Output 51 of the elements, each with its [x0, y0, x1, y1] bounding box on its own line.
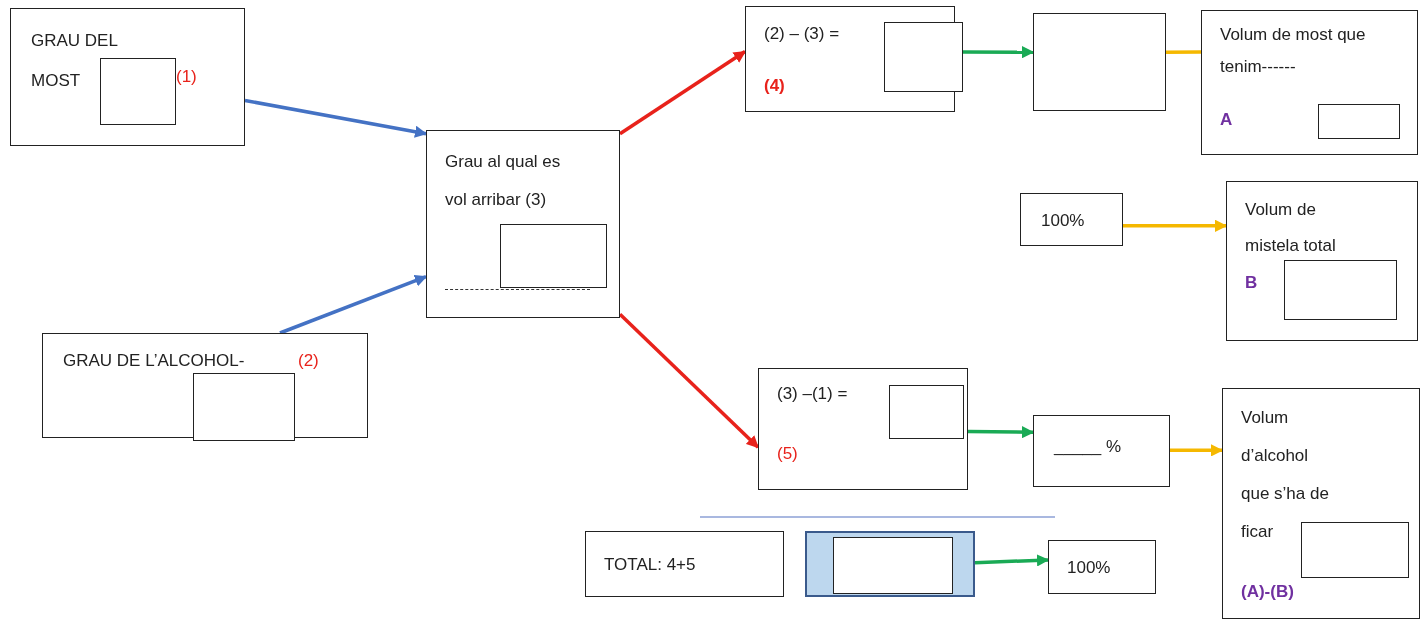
node-label: A: [1220, 109, 1234, 131]
node-label: (5): [777, 443, 799, 465]
result-box: [1222, 388, 1420, 619]
node-label: (2): [298, 350, 320, 372]
node-text: GRAU DE L’ALCOHOL-: [63, 350, 246, 372]
answer-box: [833, 537, 953, 594]
arrow: [244, 98, 428, 138]
node-text: 100%: [1067, 557, 1112, 579]
answer-box: [1033, 13, 1166, 111]
node-label: (1): [176, 66, 198, 88]
node-text: TOTAL: 4+5: [604, 554, 697, 576]
arrow: [963, 46, 1035, 59]
node-label: (A)-(B): [1241, 581, 1295, 603]
node-text: (2) – (3) =: [764, 23, 841, 45]
answer-box: [1284, 260, 1397, 320]
answer-box: [884, 22, 963, 92]
node-label: (4): [764, 75, 786, 97]
answer-box: [889, 385, 964, 439]
value-box: [1020, 193, 1123, 246]
node-label: B: [1245, 272, 1259, 294]
answer-box: [1301, 522, 1409, 578]
answer-box: [100, 58, 176, 125]
formula-box: [758, 368, 968, 490]
arrow: [1123, 219, 1228, 232]
arrow: [967, 426, 1035, 439]
answer-box: [500, 224, 607, 288]
answer-box: [193, 373, 295, 441]
node-text: Volum de most que tenim------: [1220, 24, 1367, 78]
arrow: [1170, 444, 1224, 457]
input-box: [426, 130, 620, 318]
node-text: 100%: [1041, 210, 1086, 232]
node-text: Grau al qual es vol arribar (3): [445, 151, 562, 211]
connector-line: [1166, 50, 1201, 54]
input-box: [42, 333, 368, 438]
node-text: Volum de mistela total: [1245, 199, 1337, 257]
node-text: (3) –(1) =: [777, 383, 849, 405]
value-box: [1033, 415, 1170, 487]
node-text: _____ %: [1054, 436, 1123, 458]
result-box: [1201, 10, 1418, 155]
input-box: [10, 8, 245, 146]
answer-box: [1318, 104, 1400, 139]
arrow: [618, 312, 760, 449]
value-box: [1048, 540, 1156, 594]
node-text: Volum d’alcohol que s’ha de ficar: [1241, 407, 1330, 543]
result-box: [1226, 181, 1418, 341]
arrow: [619, 50, 746, 136]
arrow: [279, 274, 428, 335]
shaded-answer-box: [805, 531, 975, 597]
node-text: GRAU DEL MOST: [31, 30, 119, 92]
arrow: [974, 554, 1050, 567]
total-box: [585, 531, 784, 597]
